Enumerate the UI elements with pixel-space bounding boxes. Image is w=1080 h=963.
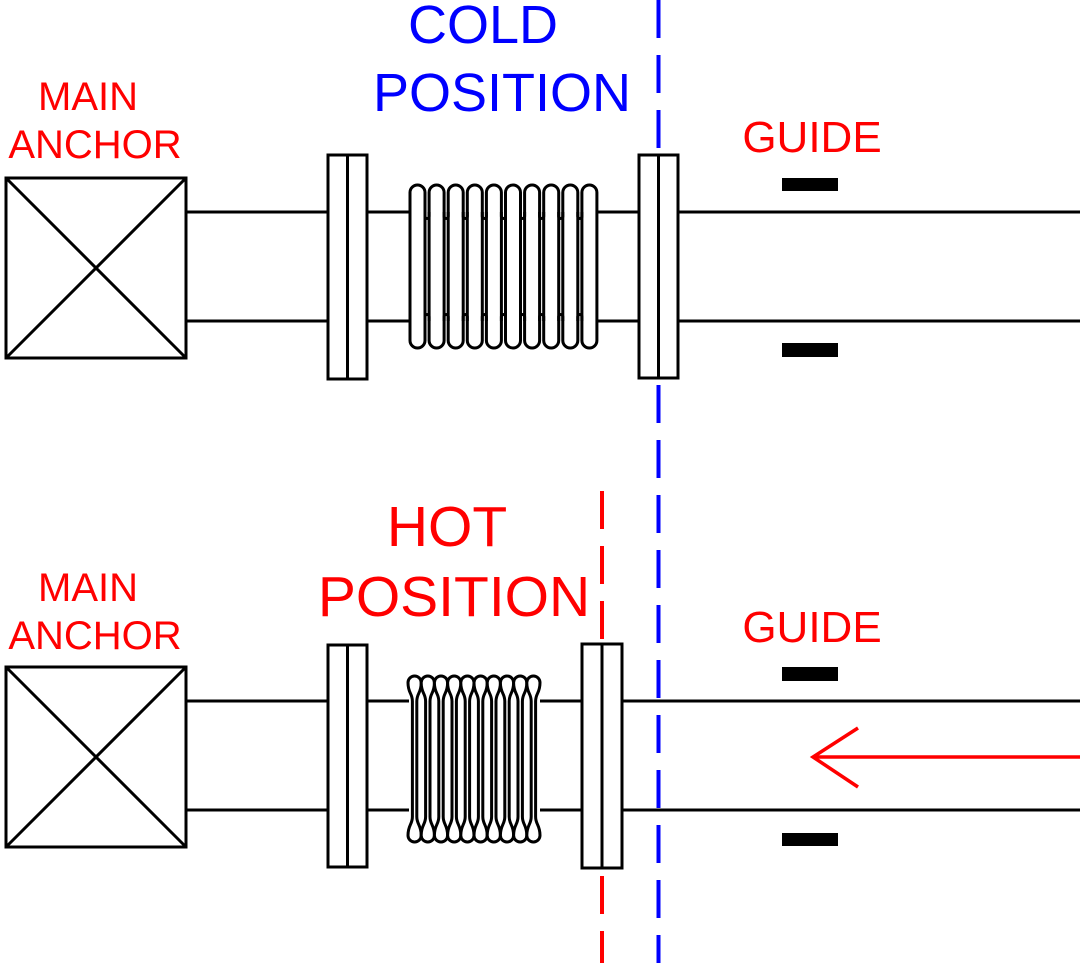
guide-mark-top <box>782 178 838 191</box>
main-anchor-label-line1: MAIN <box>38 75 138 119</box>
bellows-convolution <box>557 313 565 321</box>
bellows-convolution <box>512 674 529 844</box>
pipe-lines <box>186 699 1080 812</box>
bellows-convolution <box>423 212 431 220</box>
bellows-convolution <box>576 313 584 321</box>
bellows-convolution <box>427 183 446 350</box>
bellows-convolution <box>538 212 546 220</box>
bellows-convolution <box>446 674 463 844</box>
bellows-convolution <box>523 183 542 350</box>
bellows-convolution <box>442 313 450 321</box>
guide-label: GUIDE <box>742 603 881 652</box>
guide-label: GUIDE <box>742 113 881 162</box>
hot-diagram: HOT POSITION MAIN ANCHOR GUIDE <box>4 495 1080 870</box>
guide-mark-bottom <box>782 343 838 357</box>
bellows-convolution <box>480 212 488 220</box>
bellows-convolution <box>576 212 584 220</box>
flange-right <box>580 642 624 870</box>
bellows-convolution <box>580 183 599 350</box>
flange-right <box>637 153 680 380</box>
main-anchor-label-line2: ANCHOR <box>8 123 181 167</box>
pipe-lines <box>186 210 1080 323</box>
guide-marks <box>782 667 838 846</box>
guide-mark-top <box>782 667 838 681</box>
cold-title-line1: COLD <box>408 0 558 55</box>
flange-left <box>326 153 369 381</box>
bellows-convolution <box>538 313 546 321</box>
bellows-convolution <box>484 183 503 350</box>
main-anchor-symbol <box>4 665 188 849</box>
guide-mark-bottom <box>782 833 838 846</box>
main-anchor-symbol <box>4 176 188 360</box>
bellows-convolution <box>519 212 527 220</box>
main-anchor-label-line1: MAIN <box>38 566 138 610</box>
bellows-convolution <box>419 674 436 844</box>
bellows-convolution <box>459 674 476 844</box>
bellows-convolution <box>461 212 469 220</box>
bellows-convolution <box>504 183 522 350</box>
bellows-convolution <box>561 183 580 350</box>
bellows-convolution <box>432 674 450 844</box>
movement-arrow <box>809 726 1080 789</box>
bellows-convolution <box>472 674 489 844</box>
cold-diagram: COLD POSITION MAIN ANCHOR GUIDE <box>4 0 1080 381</box>
bellows-convolution <box>442 212 450 220</box>
bellows-convolution <box>480 313 488 321</box>
bellows-expanded <box>408 183 599 350</box>
bellows-convolution <box>498 674 516 844</box>
bellows-convolution <box>423 313 431 321</box>
cold-title-line2: POSITION <box>373 63 631 123</box>
bellows-convolution <box>465 183 484 350</box>
bellows-convolution <box>485 674 502 844</box>
bellows-convolution <box>519 313 527 321</box>
bellows-convolution <box>408 183 427 350</box>
bellows-convolution <box>406 674 423 844</box>
flange-left <box>326 643 369 869</box>
bellows-convolution <box>499 212 507 220</box>
bellows-convolution <box>542 183 561 350</box>
bellows-convolution <box>461 313 469 321</box>
main-anchor-label-line2: ANCHOR <box>8 614 181 658</box>
bellows-convolution <box>499 313 507 321</box>
guide-marks <box>782 178 838 357</box>
hot-title-line1: HOT <box>387 495 507 559</box>
bellows-convolution <box>557 212 565 220</box>
bellows-compressed <box>406 674 542 844</box>
hot-title-line2: POSITION <box>318 565 590 629</box>
bellows-convolution <box>446 183 465 350</box>
bellows-convolution <box>525 674 542 844</box>
